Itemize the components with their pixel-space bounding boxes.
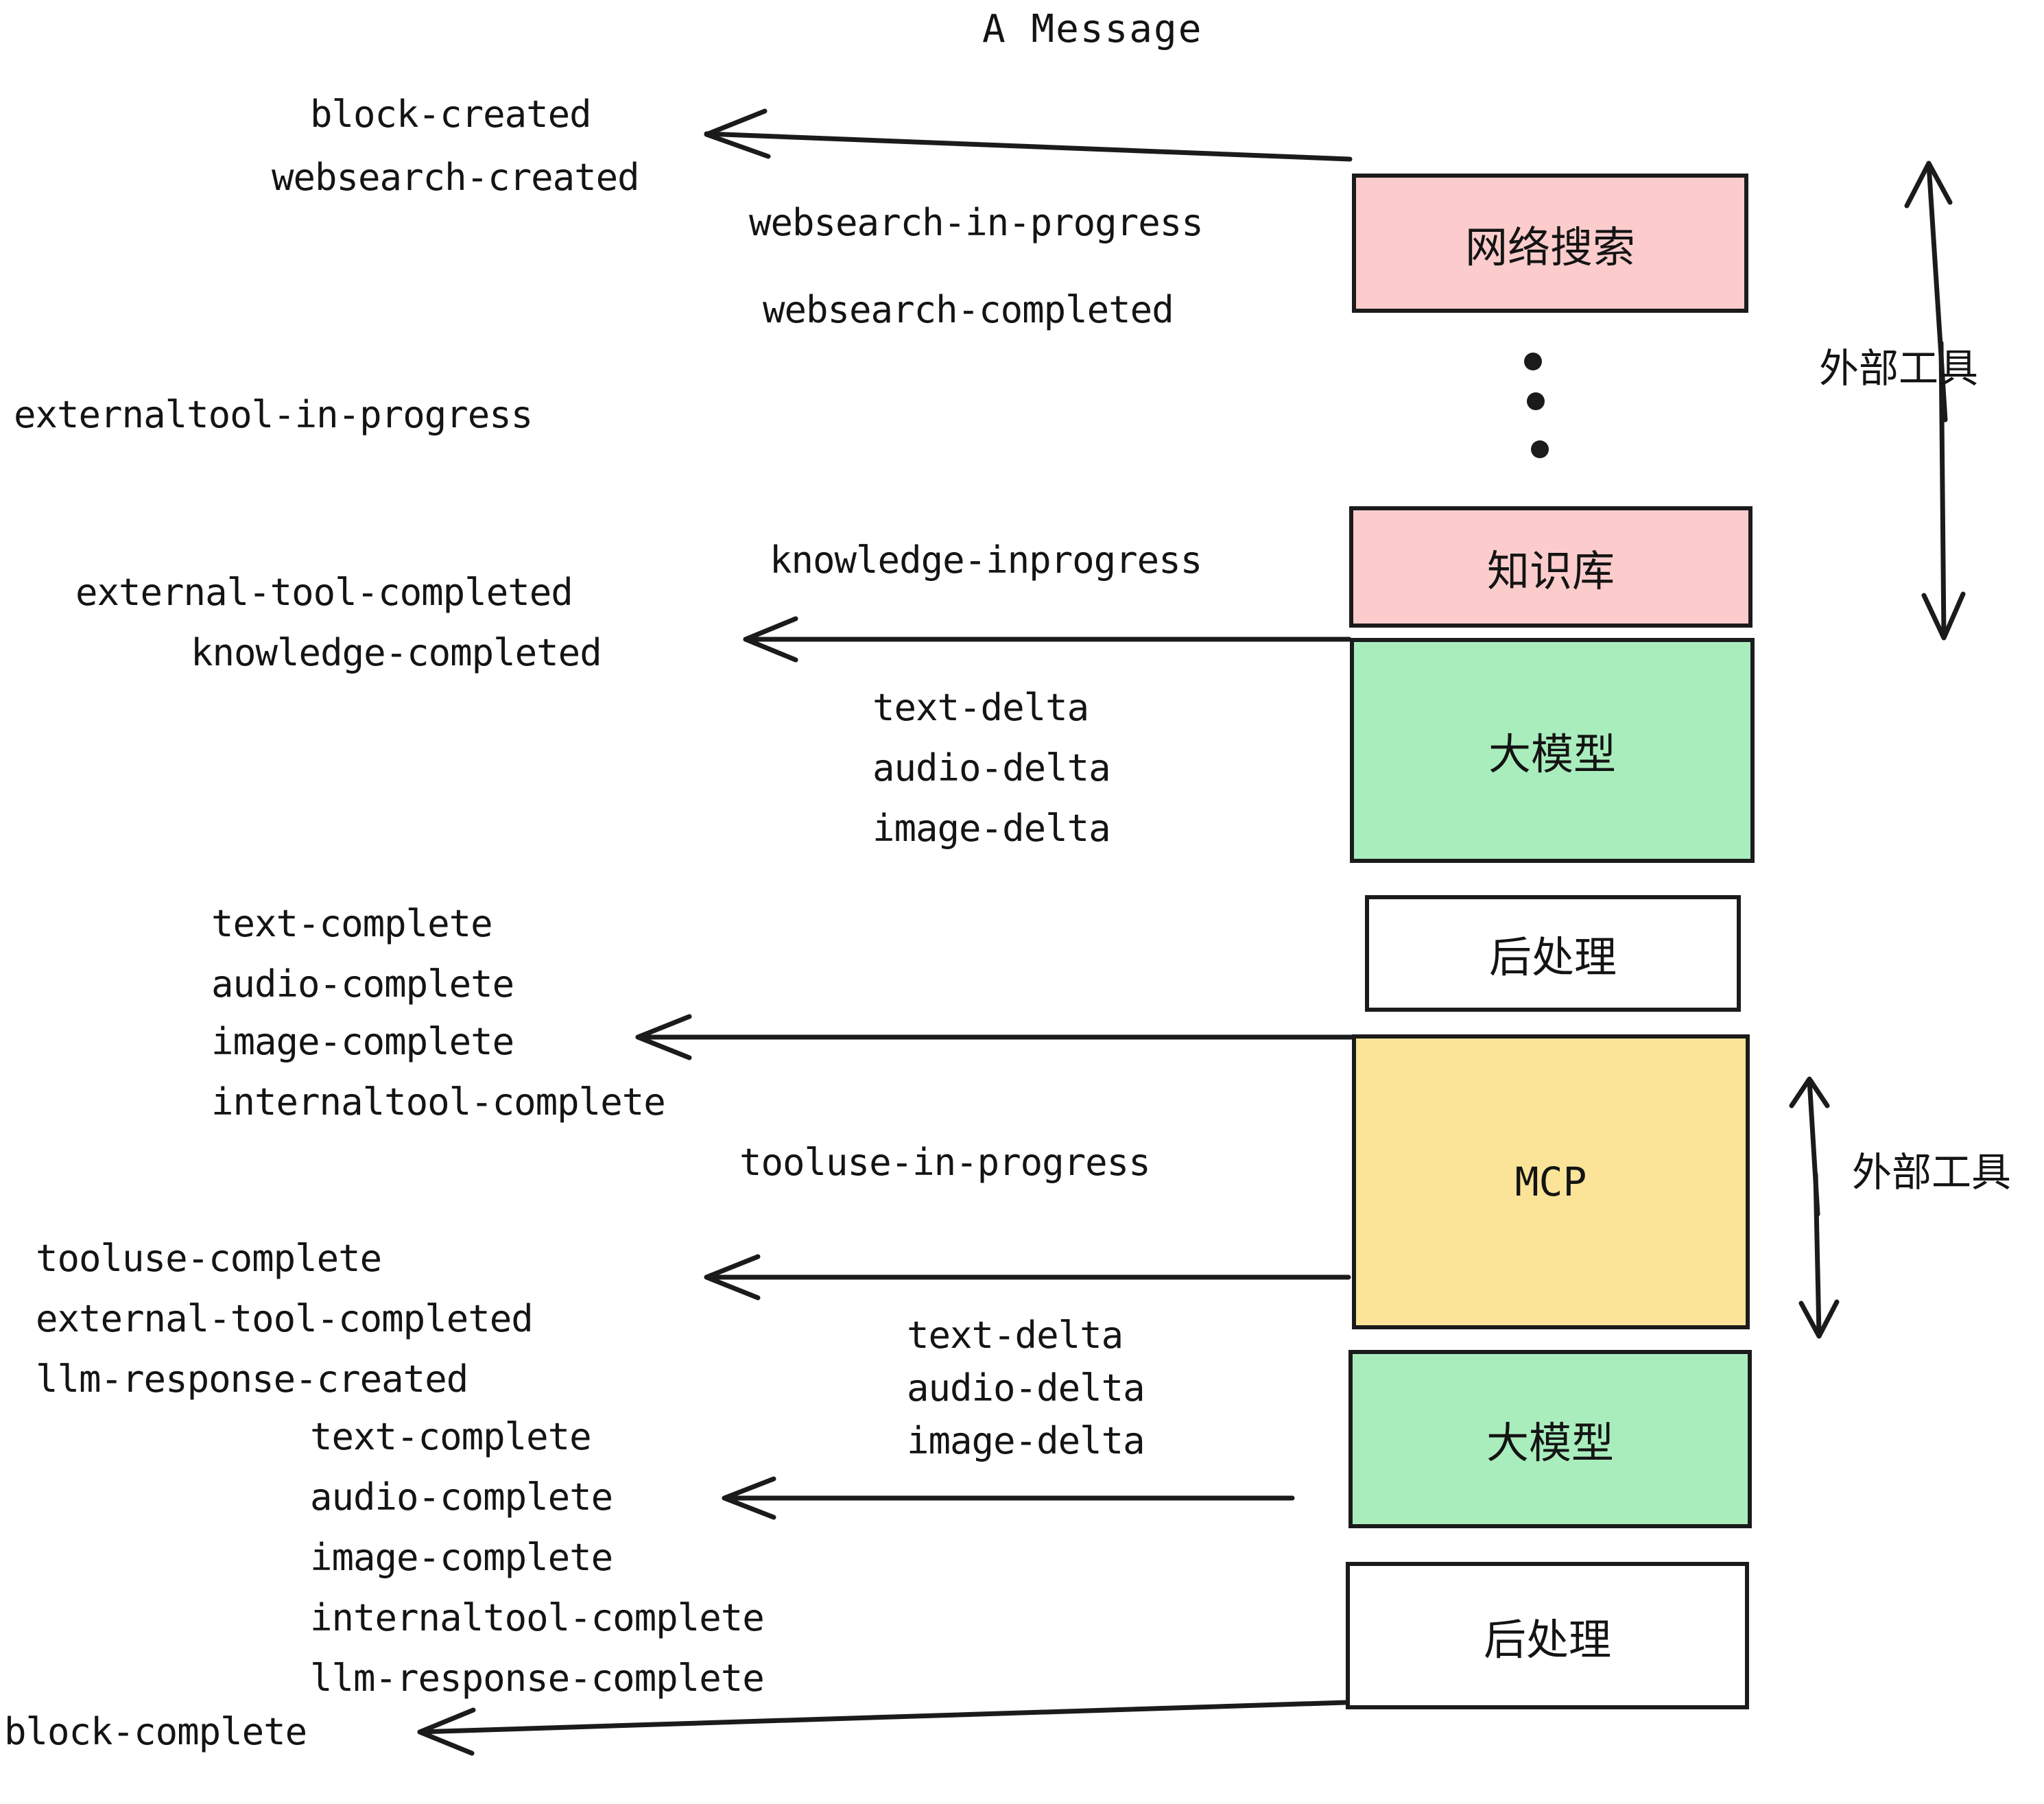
event-externaltool-in-progress: externaltool-in-progress: [14, 393, 533, 436]
arrow-external-tool-up-bottom: [1789, 1076, 1830, 1217]
box-mcp[interactable]: MCP: [1352, 1034, 1750, 1329]
event-llm-response-created: llm-response-created: [36, 1357, 468, 1401]
ellipsis-dot-3: [1531, 440, 1549, 458]
arrow-llm2-to-audio-complete: [722, 1476, 1295, 1520]
event-text-complete-1: text-complete: [211, 902, 493, 945]
event-external-tool-completed-1: external-tool-completed: [75, 571, 573, 614]
arrow-knowledge-to-completed: [743, 616, 1352, 663]
side-label-external-tool-bottom: 外部工具: [1852, 1149, 2012, 1196]
event-tooluse-complete: tooluse-complete: [36, 1237, 382, 1280]
box-postprocess-2-label: 后处理: [1483, 1614, 1611, 1665]
diagram-title: A Message: [982, 7, 1203, 51]
event-text-delta-1: text-delta: [872, 686, 1089, 729]
event-text-delta-2: text-delta: [907, 1314, 1124, 1357]
event-block-complete: block-complete: [4, 1710, 307, 1753]
box-knowledge-label: 知识库: [1486, 545, 1615, 596]
event-image-delta-1: image-delta: [872, 807, 1111, 850]
event-audio-delta-1: audio-delta: [872, 746, 1111, 790]
event-tooluse-in-progress: tooluse-in-progress: [739, 1141, 1151, 1184]
event-audio-delta-2: audio-delta: [907, 1366, 1145, 1410]
box-mcp-label: MCP: [1514, 1159, 1587, 1205]
event-websearch-created: websearch-created: [272, 156, 640, 199]
box-llm-2[interactable]: 大模型: [1348, 1350, 1752, 1528]
box-postprocess-1[interactable]: 后处理: [1365, 895, 1741, 1012]
ellipsis-dot-2: [1527, 392, 1545, 410]
arrow-postprocess2-to-block-complete: [417, 1700, 1348, 1756]
event-image-complete-1: image-complete: [211, 1020, 514, 1063]
event-llm-response-complete: llm-response-complete: [310, 1657, 765, 1700]
event-block-created: block-created: [310, 93, 592, 136]
arrow-mcp-to-tooluse-complete: [704, 1254, 1351, 1301]
arrow-postprocess1-to-image-complete: [635, 1014, 1368, 1060]
event-internaltool-complete-2: internaltool-complete: [310, 1596, 765, 1639]
ellipsis-dot-1: [1524, 353, 1542, 370]
arrow-websearch-to-block-created: [704, 108, 1353, 162]
box-knowledge[interactable]: 知识库: [1349, 506, 1752, 628]
box-websearch[interactable]: 网络搜索: [1352, 174, 1748, 313]
event-image-delta-2: image-delta: [907, 1419, 1145, 1462]
event-internaltool-complete-1: internaltool-complete: [211, 1080, 666, 1124]
box-postprocess-1-label: 后处理: [1488, 932, 1617, 982]
event-audio-complete-1: audio-complete: [211, 962, 514, 1006]
event-knowledge-completed: knowledge-completed: [191, 631, 602, 674]
arrow-external-tool-down-bottom: [1798, 1172, 1840, 1339]
box-llm-1[interactable]: 大模型: [1350, 638, 1755, 863]
event-audio-complete-2: audio-complete: [310, 1475, 613, 1519]
event-text-complete-2: text-complete: [310, 1415, 592, 1458]
event-knowledge-inprogress: knowledge-inprogress: [770, 538, 1202, 582]
box-websearch-label: 网络搜索: [1464, 222, 1635, 272]
event-websearch-completed: websearch-completed: [763, 288, 1174, 331]
event-websearch-in-progress: websearch-in-progress: [749, 201, 1204, 244]
side-label-external-tool-top: 外部工具: [1819, 345, 1979, 392]
box-llm-2-label: 大模型: [1486, 1418, 1614, 1468]
box-postprocess-2[interactable]: 后处理: [1346, 1562, 1749, 1709]
event-external-tool-completed-2: external-tool-completed: [36, 1297, 534, 1340]
event-image-complete-2: image-complete: [310, 1536, 613, 1579]
box-llm-1-label: 大模型: [1488, 729, 1616, 779]
